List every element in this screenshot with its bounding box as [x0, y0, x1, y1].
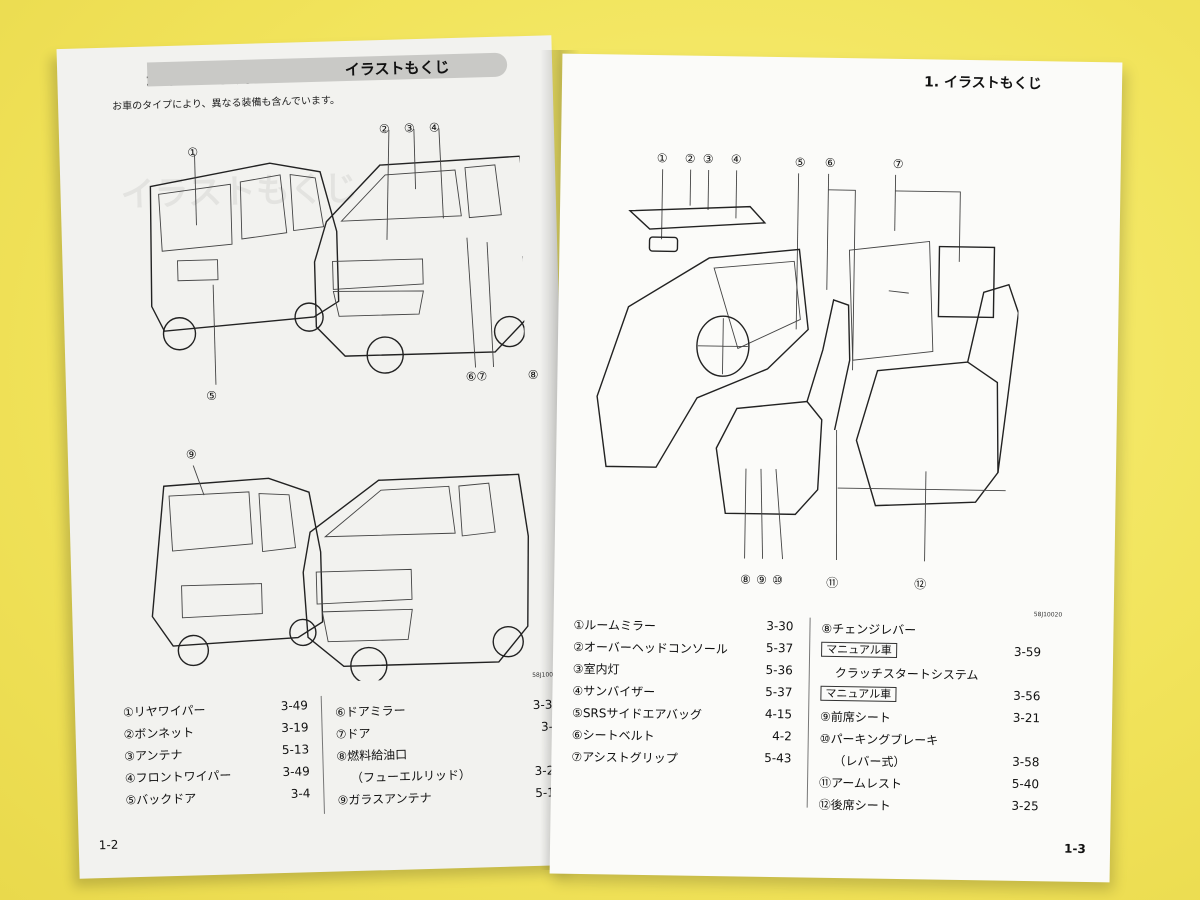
callout-1: ① — [656, 151, 668, 166]
list-item: ⑥ドアミラー3-30 — [334, 697, 560, 720]
manual-car-badge: マニュアル車 — [820, 685, 897, 702]
left-page-number: 1-2 — [98, 837, 119, 853]
callout-11: ⑪ — [826, 575, 839, 591]
list-item: ⑩パーキングブレーキ — [819, 731, 939, 748]
list-item: ⑧チェンジレバー — [821, 621, 917, 638]
left-index-col-2: ⑥ドアミラー3-30 ⑦ドア3-3 ⑧燃料給油口 （フューエルリッド）3-20 … — [335, 697, 563, 807]
callout-6-7: ⑥⑦ — [465, 369, 488, 384]
vehicle-type-note: お車のタイプにより、異なる装備も含んでいます。 — [111, 95, 341, 113]
interior-illustration — [596, 169, 1020, 562]
page-title: イラストもくじ — [344, 58, 450, 80]
callout-12: ⑫ — [914, 577, 927, 592]
right-section-header: 1. イラストもくじ — [923, 74, 1042, 93]
exterior-illustration-bottom — [151, 465, 529, 685]
callout-7: ⑦ — [892, 156, 904, 172]
callout-8: ⑧ — [527, 367, 539, 383]
right-page: 1. イラストもくじ ① ② ③ ④ ⑤ ⑥ ⑦ ⑧ ⑨ ⑩ — [549, 53, 1123, 883]
list-item: （フューエルリッド）3-20 — [350, 763, 562, 786]
bleed-through-text: イラストもくじ — [120, 168, 359, 216]
callout-3: ③ — [403, 121, 415, 136]
column-divider — [806, 617, 811, 808]
callout-3: ③ — [702, 151, 714, 167]
callout-5: ⑤ — [206, 388, 218, 404]
callout-6: ⑥ — [824, 155, 836, 170]
list-item: （レバー式）3-58 — [833, 753, 1040, 770]
callout-5: ⑤ — [794, 155, 806, 170]
list-item: ⑨ガラスアンテナ5-13 — [337, 785, 562, 808]
callout-2: ② — [378, 121, 390, 137]
list-item: クラッチスタートシステム — [834, 666, 979, 683]
callout-9: ⑨ — [185, 447, 197, 462]
callout-4: ④ — [730, 152, 742, 167]
callout-9: ⑨ — [756, 572, 768, 587]
title-band: イラストもくじ — [146, 52, 508, 87]
callout-4: ④ — [428, 120, 440, 135]
list-item: ⑦ドア3-3 — [335, 719, 561, 742]
exterior-illustration-top — [149, 128, 527, 385]
right-figure-code: 58J10020 — [1033, 611, 1063, 619]
right-page-number: 1-3 — [1063, 841, 1086, 856]
manual-car-badge: マニュアル車 — [821, 641, 897, 658]
left-page: 1. イラストもくじ イラストもくじ お車のタイプにより、異なる装備も含んでいま… — [56, 35, 575, 879]
callout-10: ⑩ — [772, 573, 784, 588]
callout-2: ② — [684, 151, 696, 166]
callout-1: ① — [187, 145, 199, 160]
column-divider — [320, 695, 325, 814]
list-item: ⑧燃料給油口 — [336, 747, 408, 764]
callout-8: ⑧ — [740, 572, 752, 587]
